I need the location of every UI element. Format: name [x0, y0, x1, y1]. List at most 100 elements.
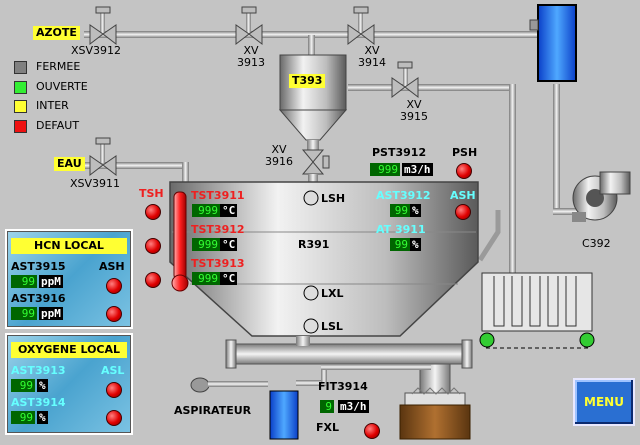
- pst3912-unit: m3/h: [402, 163, 433, 176]
- ast3915-value: 99: [11, 275, 37, 288]
- valve-xsv3911-icon[interactable]: [89, 137, 117, 177]
- water-pipe: [70, 143, 189, 190]
- tst3911-unit: °C: [220, 204, 238, 217]
- aspirateur-fan-icon: [190, 364, 431, 393]
- ast3912-tag: AST3912: [376, 189, 431, 202]
- nitrogen-pipe: [84, 12, 539, 57]
- tsh-label: TSH: [139, 187, 164, 200]
- hcn-local-panel: HCN LOCAL AST3915 99 ppM ASH AST3916 99 …: [5, 229, 133, 329]
- oxygene-local-panel: OXYGENE LOCAL AST3913 99 % ASL AST3914 9…: [5, 333, 133, 435]
- legend-label-defaut: DEFAUT: [36, 119, 80, 132]
- aspirateur-label: ASPIRATEUR: [174, 404, 252, 417]
- fxl-label: FXL: [316, 421, 340, 434]
- level-switch-lsh-icon: [303, 190, 319, 206]
- ast3916-unit: ppM: [39, 307, 63, 320]
- ash-reactor-label: ASH: [450, 189, 476, 202]
- pst3912-value: 999: [370, 163, 400, 176]
- level-switch-lxl-icon: [303, 285, 319, 301]
- hcn-local-title: HCN LOCAL: [11, 238, 127, 254]
- tst3912-value: 999: [192, 238, 220, 251]
- vent-pipe: [348, 67, 516, 274]
- ast3916-value: 99: [11, 307, 37, 320]
- c392-label: C392: [582, 237, 611, 250]
- t393-label[interactable]: T393: [289, 74, 326, 88]
- valve-xv3913-icon[interactable]: [235, 6, 263, 46]
- tst3912-tag: TST3912: [191, 223, 245, 236]
- legend-swatch-ouverte: [14, 81, 27, 94]
- legend-label-fermee: FERMEE: [36, 60, 81, 73]
- filter-unit: [479, 272, 595, 349]
- hcn-ash-alarm-led-2[interactable]: [106, 306, 122, 322]
- legend-swatch-fermee: [14, 61, 27, 74]
- at3911-unit: %: [410, 238, 421, 251]
- ast3914-tag: AST3914: [11, 396, 66, 409]
- pst3912-tag: PST3912: [372, 146, 427, 159]
- ast3915-tag: AST3915: [11, 260, 66, 273]
- fit3914-tag: FIT3914: [318, 380, 368, 393]
- azote-label: AZOTE: [33, 26, 80, 40]
- tst3913-value: 999: [192, 272, 220, 285]
- ast3914-value: 99: [11, 411, 35, 424]
- legend-swatch-defaut: [14, 120, 27, 133]
- ast3913-unit: %: [37, 379, 48, 392]
- valve-xsv3911-label: XSV3911: [70, 177, 121, 190]
- thermometer-icon: [171, 191, 189, 292]
- pump-pipe: [553, 84, 583, 215]
- hcn-ash-label: ASH: [99, 260, 125, 273]
- ast3912-value: 99: [390, 204, 410, 217]
- drum-container: [399, 387, 471, 440]
- valve-xsv3912-icon[interactable]: [89, 6, 117, 46]
- buffer-cylinder: [529, 4, 577, 82]
- at3911-tag: AT 3911: [376, 223, 426, 236]
- valve-xv3915-icon[interactable]: [391, 61, 419, 99]
- level-switch-lsl-icon: [303, 318, 319, 334]
- fxl-alarm-led[interactable]: [364, 423, 380, 439]
- r391-label[interactable]: R391: [298, 238, 330, 251]
- reactor-r391: [169, 181, 479, 337]
- tst3911-value: 999: [192, 204, 220, 217]
- lxl-label: LXL: [321, 287, 344, 300]
- oxygene-asl-alarm-led-1[interactable]: [106, 382, 122, 398]
- tsh-alarm-led-1[interactable]: [145, 204, 161, 220]
- hopper-t393: [278, 54, 348, 152]
- oxygene-local-title: OXYGENE LOCAL: [11, 342, 127, 358]
- tsh-alarm-led-3[interactable]: [145, 272, 161, 288]
- tst3913-tag: TST3913: [191, 257, 245, 270]
- fit3914-value: 9: [320, 400, 334, 413]
- eau-label: EAU: [54, 157, 85, 171]
- valve-xv3914-icon[interactable]: [347, 6, 375, 46]
- psh-alarm-led[interactable]: [456, 163, 472, 179]
- lsl-label: LSL: [321, 320, 343, 333]
- lsh-label: LSH: [321, 192, 346, 205]
- ast3913-tag: AST3913: [11, 364, 66, 377]
- oxygene-asl-label: ASL: [101, 364, 125, 377]
- psh-label: PSH: [452, 146, 478, 159]
- ast3912-unit: %: [410, 204, 421, 217]
- oxygene-asl-alarm-led-2[interactable]: [106, 410, 122, 426]
- fit3914-unit: m3/h: [338, 400, 369, 413]
- ast3915-unit: ppM: [39, 275, 63, 288]
- valve-xv3916-icon[interactable]: [301, 149, 330, 184]
- menu-button[interactable]: MENU: [573, 378, 635, 426]
- ast3913-value: 99: [11, 379, 35, 392]
- hcn-ash-alarm-led-1[interactable]: [106, 278, 122, 294]
- at3911-value: 99: [390, 238, 410, 251]
- pump-c392-icon: [572, 171, 631, 222]
- tst3911-tag: TST3911: [191, 189, 245, 202]
- legend-label-inter: INTER: [36, 99, 69, 112]
- tst3913-unit: °C: [220, 272, 238, 285]
- valve-xsv3912-label: XSV3912: [71, 44, 122, 57]
- tsh-alarm-led-2[interactable]: [145, 238, 161, 254]
- tst3912-unit: °C: [220, 238, 238, 251]
- legend-swatch-inter: [14, 100, 27, 113]
- legend-label-ouverte: OUVERTE: [36, 80, 88, 93]
- ast3916-tag: AST3916: [11, 292, 66, 305]
- aspirateur-tank: [269, 390, 299, 440]
- ast3914-unit: %: [37, 411, 48, 424]
- ash-alarm-led[interactable]: [455, 204, 471, 220]
